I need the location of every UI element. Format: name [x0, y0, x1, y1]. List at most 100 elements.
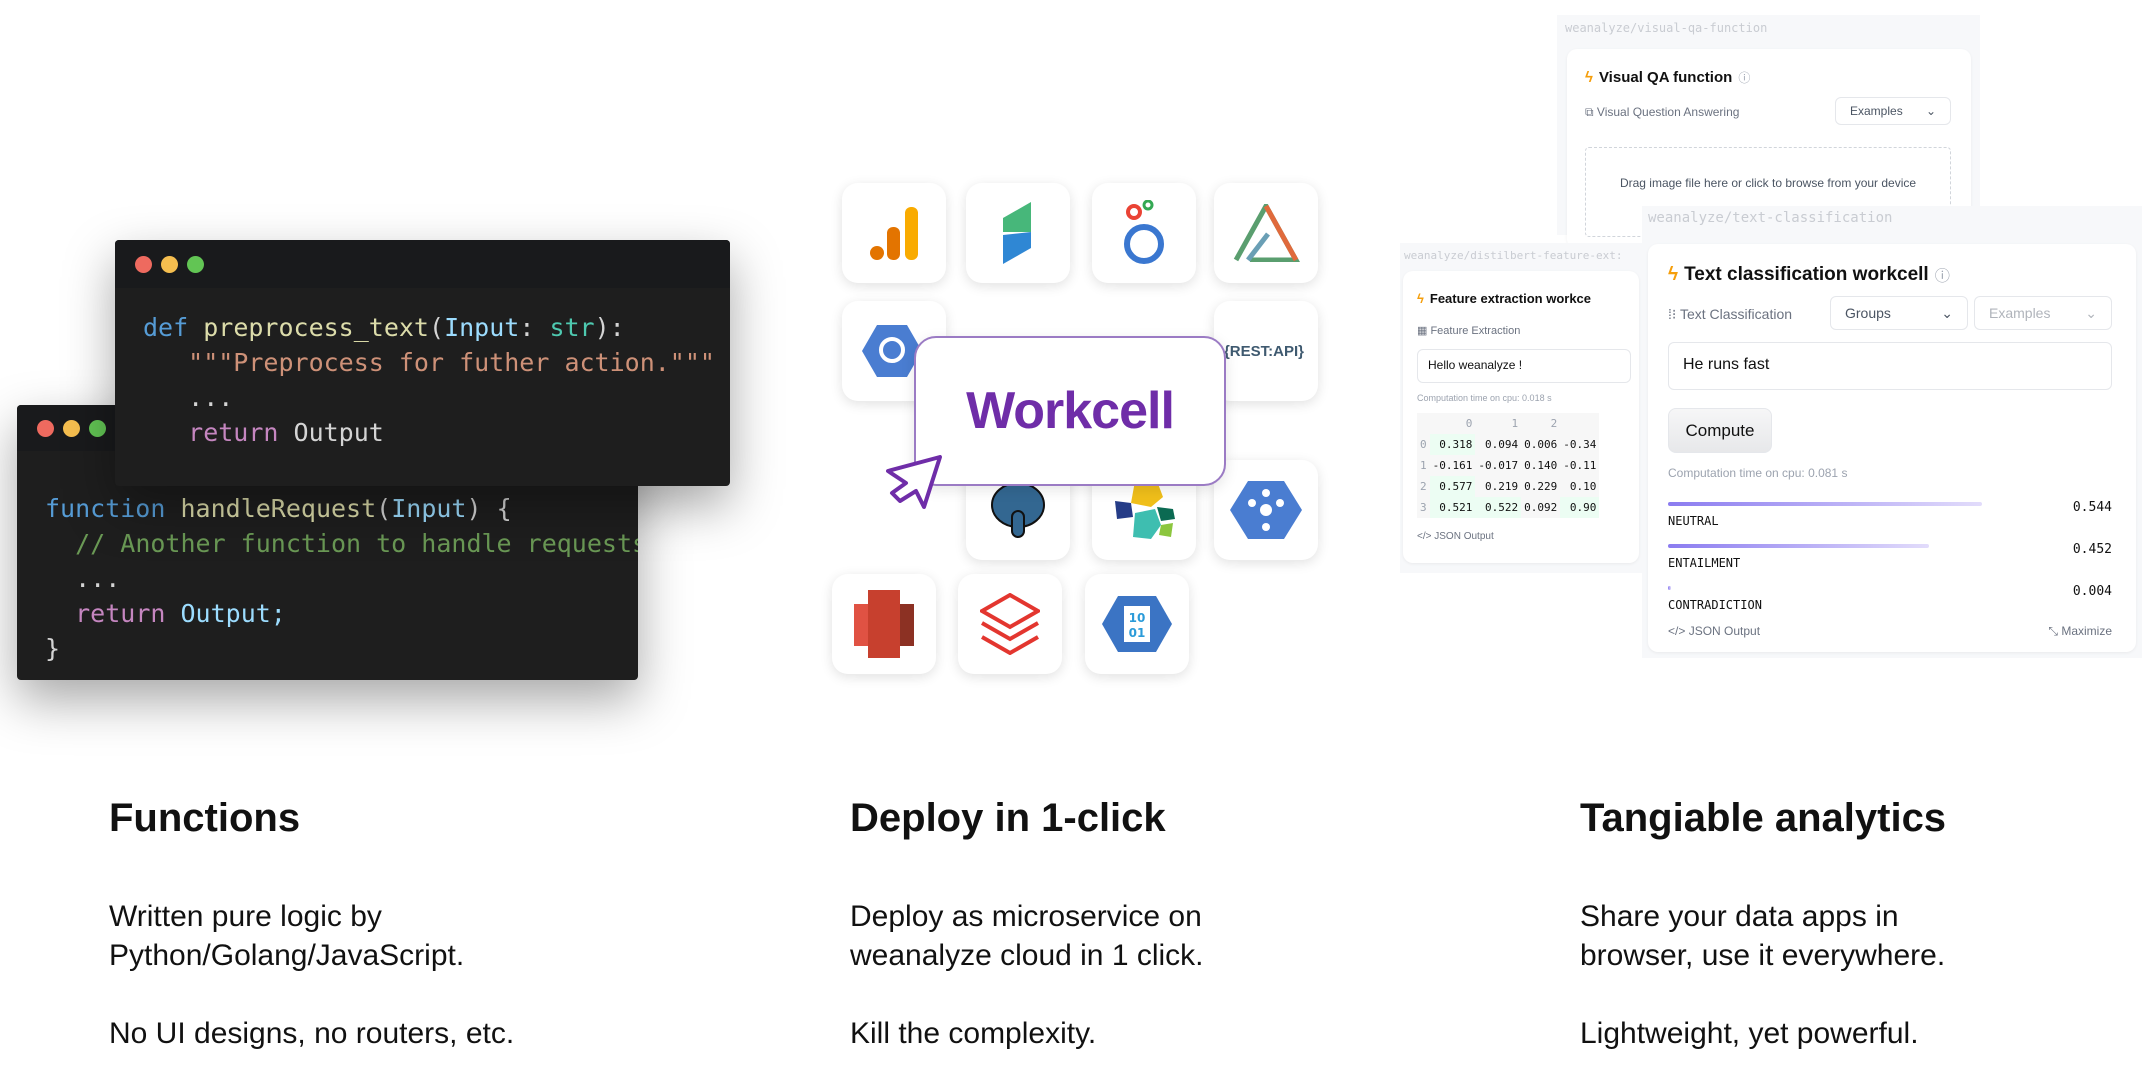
classification-results: NEUTRAL 0.544 ENTAILMENT 0.452 CONTRADIC… [1668, 500, 2112, 626]
button-label: Maximize [2061, 624, 2112, 638]
code-token: ... [75, 564, 121, 593]
desc-line: Lightweight, yet powerful. [1580, 1017, 1919, 1050]
desc-line: Python/Golang/JavaScript. [109, 939, 465, 972]
python-code: def preprocess_text(Input: str): """Prep… [143, 313, 715, 447]
maximize-dot[interactable] [187, 255, 204, 273]
desc-line: browser, use it everywhere. [1580, 939, 1946, 972]
groups-dropdown[interactable]: Groups⌄ [1830, 296, 1968, 330]
close-dot[interactable] [37, 419, 54, 437]
table-cell: 0.006 [1524, 438, 1558, 451]
minimize-dot[interactable] [63, 419, 80, 437]
workcell-path: weanalyze/distilbert-feature-ext: [1404, 249, 1623, 262]
table-cell: 0.521 [1429, 497, 1476, 518]
code-token: def [143, 313, 189, 342]
aws-s3-icon [832, 574, 936, 674]
computation-time: Computation time on cpu: 0.081 s [1668, 466, 1848, 480]
table-cell: 0.577 [1429, 476, 1476, 497]
desc-line: Kill the complexity. [850, 1017, 1097, 1050]
title-text: Feature extraction workce [1429, 291, 1592, 306]
info-icon[interactable]: ⓘ [1738, 71, 1751, 85]
text-input[interactable]: Hello weanalyze ! [1417, 349, 1631, 383]
code-token: function [45, 494, 166, 523]
confidence-bar [1668, 544, 1929, 548]
dropdown-label: Examples [1850, 104, 1903, 118]
bolt-icon: ϟ [1668, 264, 1679, 285]
examples-dropdown[interactable]: Examples ⌄ [1974, 296, 2112, 330]
json-output-link[interactable]: </> JSON Output [1668, 624, 1761, 638]
computation-time: Computation time on cpu: 0.018 s [1417, 393, 1552, 403]
feature-title-functions: Functions [109, 796, 301, 840]
text-input[interactable]: He runs fast [1668, 342, 2112, 390]
minimize-dot[interactable] [161, 255, 178, 273]
table-cell: 0.10 [1569, 480, 1597, 493]
svg-text:10: 10 [1129, 611, 1146, 625]
table-cell: -0.11 [1563, 459, 1597, 472]
google-analytics-icon [842, 183, 946, 283]
desc-line: Share your data apps in [1580, 900, 1899, 933]
js-code: function handleRequest(Input) { // Anoth… [17, 451, 638, 666]
code-token: return [188, 418, 279, 447]
maximize-dot[interactable] [89, 419, 106, 437]
json-output-link[interactable]: </> JSON Output [1417, 531, 1494, 542]
desc-line: weanalyze cloud in 1 click. [850, 939, 1204, 972]
cursor-arrow-icon [886, 455, 942, 509]
window-titlebar [115, 240, 730, 288]
close-dot[interactable] [135, 255, 152, 273]
column-header: 1 [1511, 417, 1519, 430]
table-cell: 0.90 [1560, 497, 1600, 518]
column-header: 0 [1465, 417, 1473, 430]
confidence-bar [1668, 586, 1671, 590]
bolt-icon: ϟ [1417, 291, 1424, 306]
maximize-button[interactable]: ⤡ Maximize [2048, 624, 2112, 639]
code-token: str [549, 313, 595, 342]
dropdown-label: Examples [1989, 305, 2051, 321]
code-token: ... [188, 383, 234, 412]
desc-line: No UI designs, no routers, etc. [109, 1017, 515, 1050]
feature-title-analytics: Tangiable analytics [1580, 796, 1947, 840]
workcell-card[interactable]: Workcell [914, 336, 1226, 486]
examples-dropdown[interactable]: Examples ⌄ [1835, 97, 1951, 125]
compute-button[interactable]: Compute [1668, 408, 1772, 453]
python-code-window: def preprocess_text(Input: str): """Prep… [115, 240, 730, 486]
workcell-path: weanalyze/text-classification [1648, 210, 1893, 226]
table-cell: 0.140 [1524, 459, 1558, 472]
code-token: } [45, 634, 61, 663]
triangle-logo-icon [1214, 183, 1318, 283]
row-index: 1 [1420, 459, 1427, 472]
confidence-bar [1668, 502, 1982, 506]
table-cell: 0.318 [1429, 434, 1476, 455]
result-score: 0.004 [2072, 584, 2112, 599]
table-cell: 0.229 [1524, 480, 1558, 493]
rest-api-icon: {REST:API} [1214, 301, 1318, 401]
feature-desc-functions: Written pure logic by Python/Golang/JavaS… [109, 897, 514, 1053]
chevron-down-icon: ⌄ [2085, 304, 2097, 321]
maximize-icon: ⤡ [2048, 624, 2058, 638]
desc-line: Deploy as microservice on [850, 900, 1202, 933]
chevron-down-icon: ⌄ [1925, 104, 1936, 118]
card-title: ϟ Feature extraction workce [1417, 291, 1591, 306]
svg-text:01: 01 [1129, 626, 1146, 640]
task-text: Text Classification [1679, 306, 1793, 322]
desc-line: Written pure logic by [109, 900, 382, 933]
task-label: ⧉ Visual Question Answering [1585, 105, 1740, 119]
table-cell: 0.092 [1524, 501, 1558, 514]
workcell-label: Workcell [966, 382, 1175, 440]
info-icon[interactable]: ⓘ [1934, 268, 1950, 285]
rest-api-label: {REST:API} [1223, 342, 1304, 360]
link-text: JSON Output [1434, 531, 1494, 542]
row-index: 2 [1420, 480, 1427, 493]
button-label: Compute [1685, 420, 1755, 440]
table-cell: 0.219 [1485, 480, 1519, 493]
row-index: 0 [1420, 438, 1427, 451]
result-row: NEUTRAL 0.544 [1668, 500, 2112, 542]
chevron-down-icon: ⌄ [1941, 304, 1953, 321]
